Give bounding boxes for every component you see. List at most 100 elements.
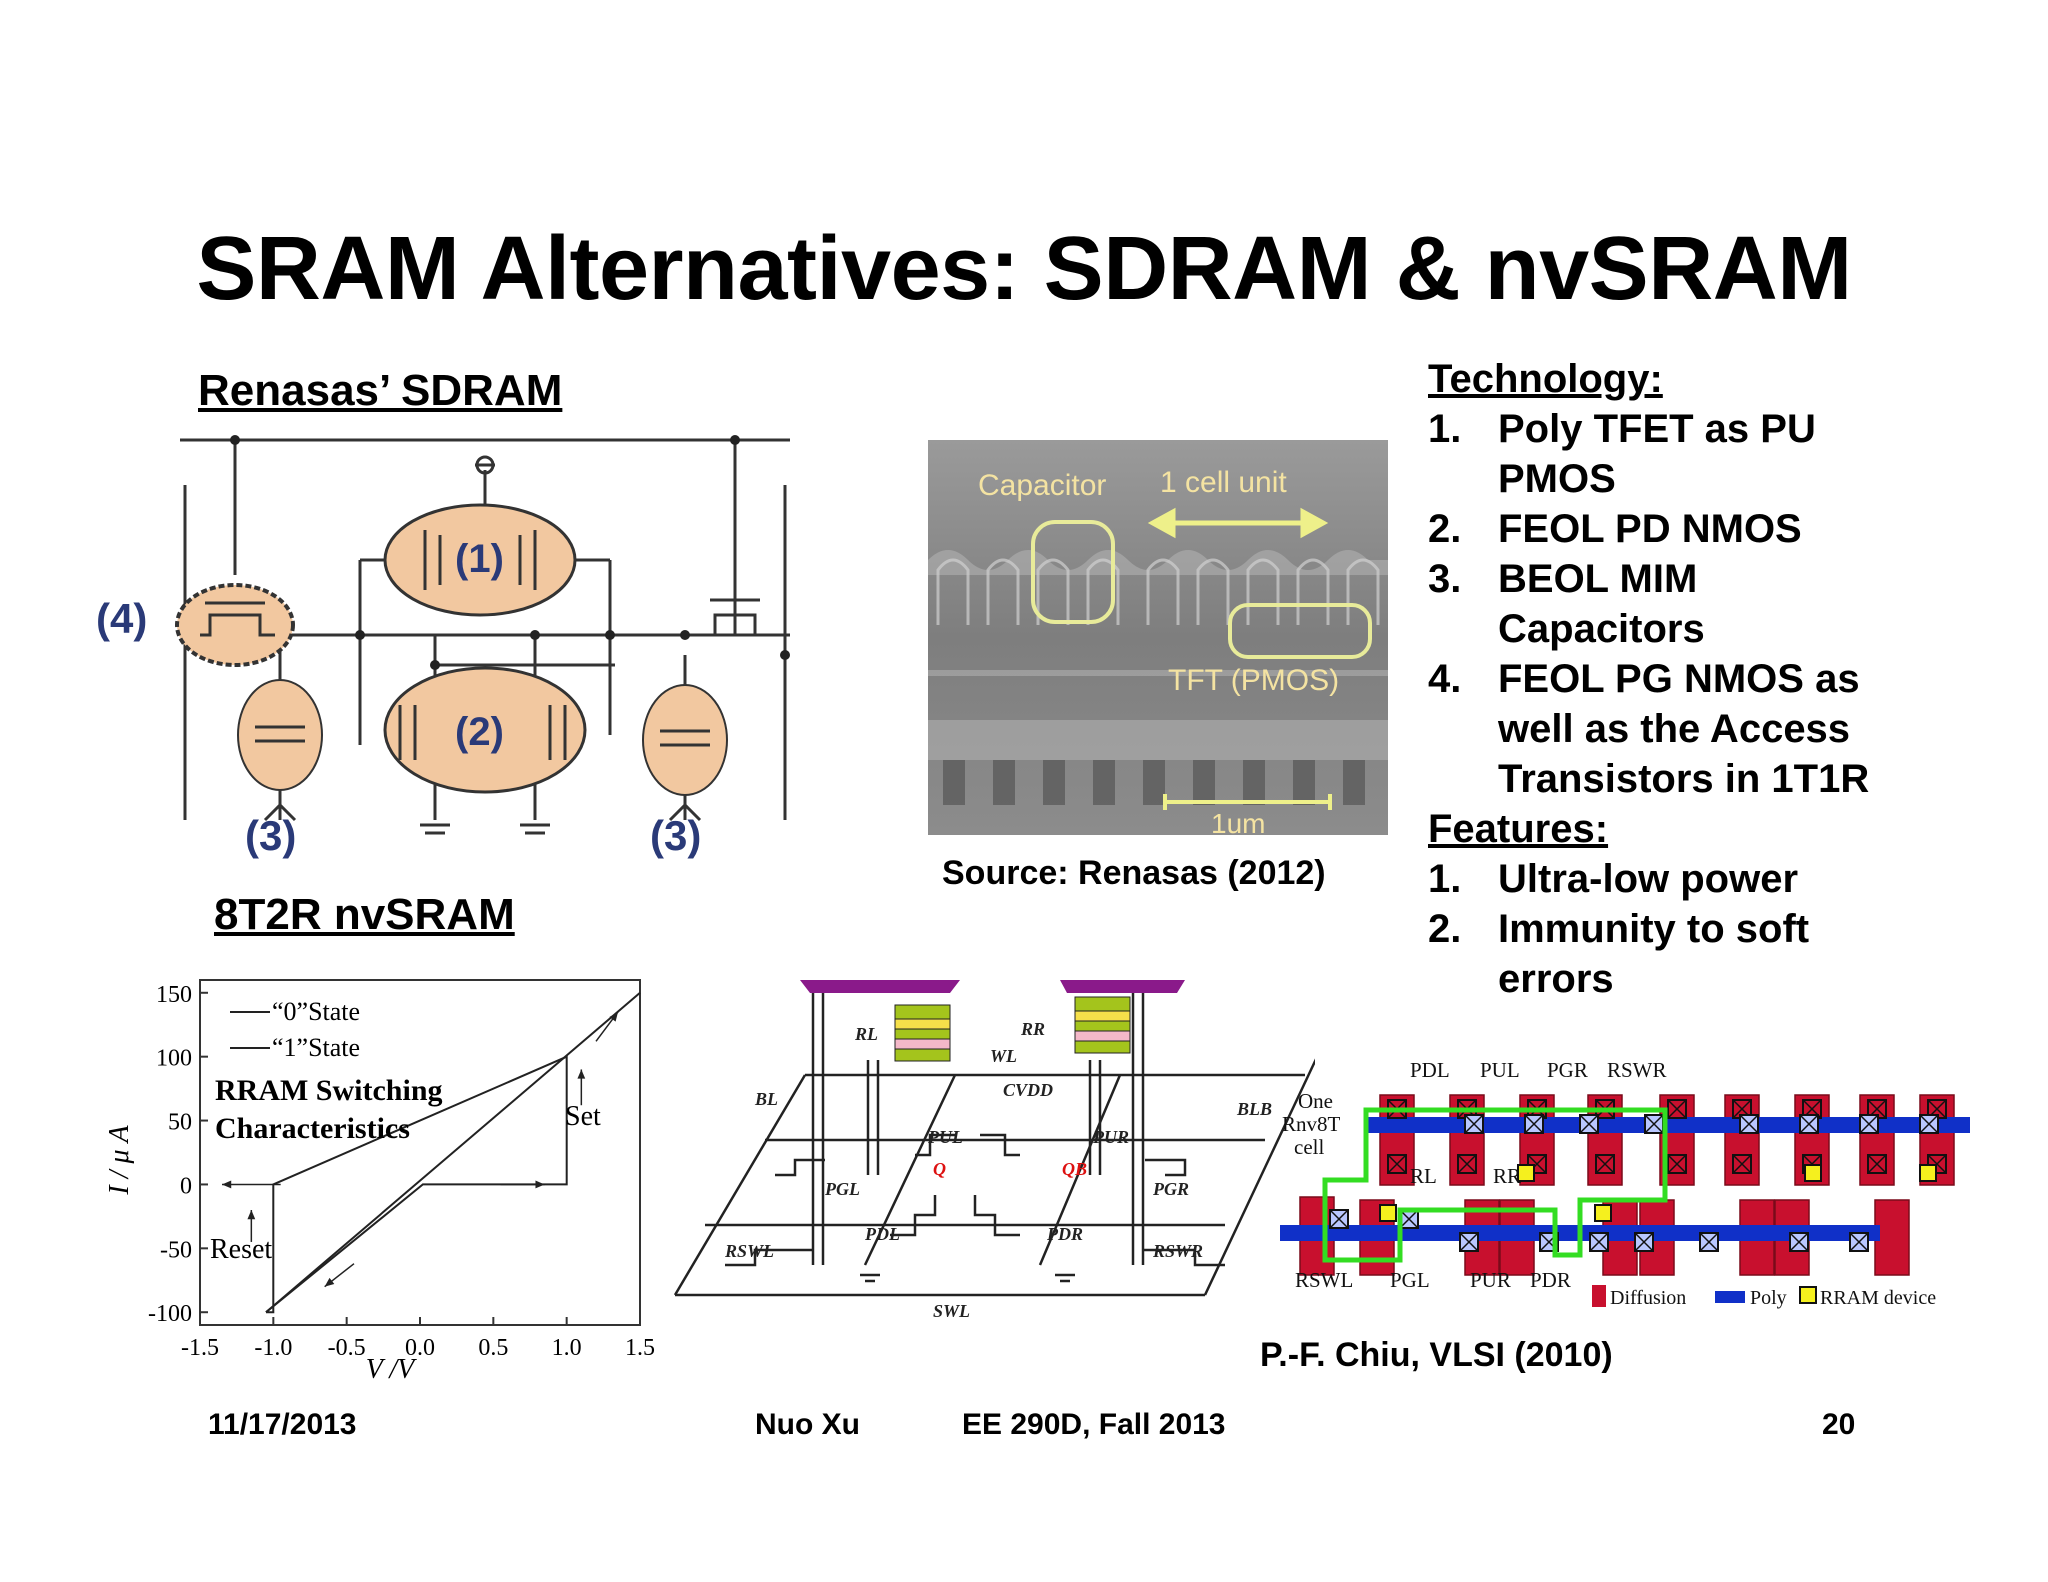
label-3-left: (3) [245,812,296,859]
y-tick-label: -50 [160,1237,192,1263]
direction-arrowhead [577,1069,586,1079]
sem-cell-unit-label: 1 cell unit [1160,466,1287,499]
schem-label: SWL [933,1301,970,1320]
direction-arrowhead [247,1210,256,1220]
rram-device [1379,1204,1397,1222]
legend-label: “1”State [272,1033,360,1062]
chart-ylabel: I / μ A [104,1124,135,1195]
direction-arrowhead [535,1180,545,1189]
layout-label: RSWL [1295,1268,1353,1292]
series-line-1 [265,1055,568,1314]
schem-label: PGR [1152,1179,1189,1199]
layout-label: PGR [1547,1058,1588,1082]
access-ellipse [175,583,295,667]
pd-ellipse [383,666,587,794]
contact-cross [1732,1154,1752,1174]
layout-citation: P.-F. Chiu, VLSI (2010) [1260,1336,1613,1374]
annotation-reset: Reset [210,1234,272,1265]
y-tick-label: 150 [156,982,192,1008]
schem-label: PDR [1046,1224,1083,1244]
poly-contact-cross [1459,1232,1479,1252]
poly-contact-cross [1859,1114,1879,1134]
x-tick-label: 1.5 [625,1335,655,1361]
rram-device [1919,1164,1937,1182]
contact [1595,1154,1615,1174]
series-line-0 [265,992,641,1313]
sem-tft-label: TFT (PMOS) [1168,664,1339,697]
contact-cross [1387,1154,1407,1174]
list-item: 1. Ultra-low power [1428,854,1968,904]
layout-legend-diffusion: Diffusion [1610,1287,1686,1309]
layout-label: PUR [1470,1268,1511,1292]
sem-capacitor-label: Capacitor [978,469,1106,502]
chart-xlabel: V /V [366,1354,417,1385]
contact [1732,1154,1752,1174]
contact-cross [1667,1154,1687,1174]
schem-label: WL [990,1046,1017,1066]
contact [1457,1154,1477,1174]
poly-contact-cross [1589,1232,1609,1252]
poly-contact-cross [1464,1114,1484,1134]
layout-label: RSWR [1607,1058,1667,1082]
poly-contact-cross [1524,1114,1544,1134]
poly-contact-cross [1329,1209,1349,1229]
nvsram-schematic: RL RR WL CVDD BL BLB PUL PUR Q QB PGL PG… [673,980,1315,1320]
y-tick-label: 50 [168,1110,192,1136]
nvsram-heading: 8T2R nvSRAM [214,890,515,939]
schem-label: PUL [927,1127,963,1147]
rram-device [1804,1164,1822,1182]
list-item: 2. Immunity to soft errors [1428,904,1968,1004]
poly-contact-cross [1849,1232,1869,1252]
label-4: (4) [96,595,148,642]
schem-label: PUR [1092,1127,1129,1147]
x-tick-label: -1.0 [254,1335,292,1361]
poly-contact-cross [1634,1232,1654,1252]
list-item: 4. FEOL PG NMOS as well as the Access Tr… [1428,654,1968,804]
list-number: 4. [1428,657,1462,701]
layout-legend-poly: Poly [1750,1287,1787,1309]
nvsram-layout: PDL PUL PGR RSWR RSWL PGL PUR PDR RL RR … [1280,1058,1970,1309]
direction-arrowhead [222,1180,232,1189]
schem-label: PGL [824,1179,860,1199]
sem-image: Capacitor 1 cell unit TFT (PMOS) 1um [928,440,1388,835]
list-number: 1. [1428,407,1462,451]
layout-label: RL [1410,1164,1437,1188]
sem-scale-label: 1um [1211,808,1265,835]
poly-contact-cross [1739,1114,1759,1134]
contact-cross [1867,1154,1887,1174]
list-text: Ultra-low power [1498,857,1799,901]
cap-ellipse-left [237,679,323,791]
poly-contact-cross [1789,1232,1809,1252]
contact-cross [1595,1154,1615,1174]
list-text: Poly TFET as PU PMOS [1498,407,1816,501]
pu-ellipse [383,503,577,617]
direction-arrowhead [609,1011,618,1022]
diffusion-block [1874,1199,1910,1276]
layout-label: PDR [1530,1268,1571,1292]
poly-contact-cross [1644,1114,1664,1134]
poly-contact-cross [1799,1114,1819,1134]
sdram-heading: Renasas’ SDRAM [198,366,563,415]
cap-ellipse-right [642,684,728,796]
label-1: (1) [455,537,504,581]
rram-device [1594,1204,1612,1222]
technology-heading: Technology: [1428,357,1663,401]
list-number: 3. [1428,557,1462,601]
slide-title: SRAM Alternatives: SDRAM & nvSRAM [196,219,1852,319]
y-tick-label: -100 [148,1301,192,1327]
list-text: FEOL PG NMOS as well as the Access Trans… [1498,657,1870,801]
features-heading: Features: [1428,807,1609,851]
layout-label: PGL [1390,1268,1430,1292]
footer-date: 11/17/2013 [208,1408,357,1441]
layout-label: PDL [1410,1058,1450,1082]
list-text: Immunity to soft errors [1498,907,1810,1001]
list-number: 1. [1428,857,1462,901]
schem-label: QB [1062,1159,1087,1179]
layout-label: PUL [1480,1058,1520,1082]
poly-contact-cross [1399,1209,1419,1229]
schem-label: Q [933,1159,946,1179]
footer-course: EE 290D, Fall 2013 [962,1408,1226,1441]
contact [1667,1154,1687,1174]
list-number: 2. [1428,507,1462,551]
